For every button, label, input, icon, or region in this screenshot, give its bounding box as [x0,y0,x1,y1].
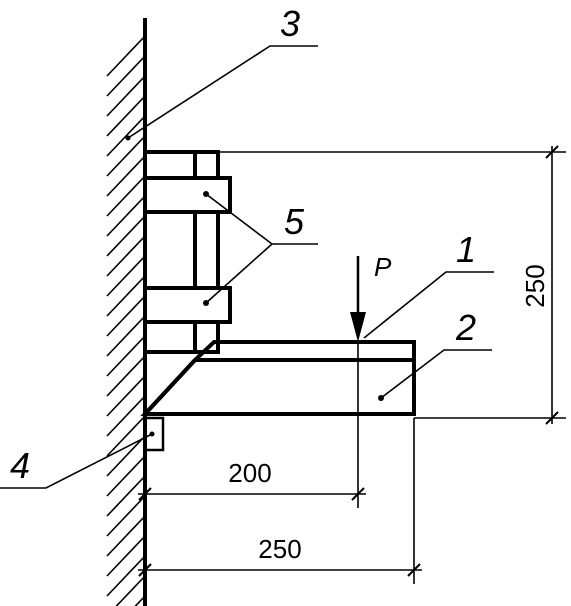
hatch-line [106,335,146,377]
hatch-line [106,475,146,517]
dim-tick-250-left [138,563,152,577]
hatch-line [106,55,146,97]
dim-200-label: 200 [228,458,271,488]
load-label: P [374,252,392,282]
hatch-line [106,375,146,417]
bracket-gusset [143,358,197,416]
leader-4 [0,433,153,489]
label-1: 1 [456,229,476,270]
dim-tick-top [545,145,559,159]
label-2: 2 [455,307,476,348]
hatch-line [115,575,146,606]
hatch-line [106,215,146,257]
hatch-line [106,555,146,597]
label-4: 4 [10,445,30,486]
load-arrow: P [350,252,392,342]
dim-250-label: 250 [258,534,301,564]
hatch-line [106,115,146,157]
vertical-plate-outline [143,150,220,354]
dim-height-label: 250 [520,264,550,307]
leader-3 [127,45,318,139]
hatch-line [106,315,146,357]
hatch-line [106,255,146,297]
hatch-line [134,595,146,606]
leader-2 [380,349,492,399]
hatch-line [106,275,146,317]
hatch-line [106,415,146,457]
leader-1 [363,271,494,339]
hatch-line [106,135,146,177]
leader-3-dot [125,135,131,141]
wall [106,18,147,606]
weld-upper [143,176,232,214]
hatch-line [106,435,146,477]
hatch-line [106,535,146,577]
dim-tick-bottom [545,411,559,425]
dim-tick-200-left [138,487,152,501]
wall-hatching [106,35,146,606]
hatch-line [106,355,146,397]
hatch-line [106,75,146,117]
load-arrowhead [350,312,366,342]
hatch-line [106,175,146,217]
hatch-line [106,295,146,337]
dim-tick-250-right [407,563,421,577]
label-5: 5 [284,201,305,242]
hatch-line [106,395,146,437]
hatch-line [106,495,146,537]
hatch-line [106,455,146,497]
dim-tick-200-right [351,487,365,501]
leader-5-lower [205,243,273,304]
label-3: 3 [280,3,300,44]
hatch-line [106,95,146,137]
hatch-line [106,235,146,277]
hatch-line [106,155,146,197]
dimensions: 250 200 250 [138,145,566,584]
support-element [143,416,165,452]
hatch-line [106,35,146,77]
support-rect [143,416,165,452]
hatch-line [106,515,146,557]
hatch-line [106,195,146,237]
leaders: 3 5 1 2 4 [0,3,494,489]
